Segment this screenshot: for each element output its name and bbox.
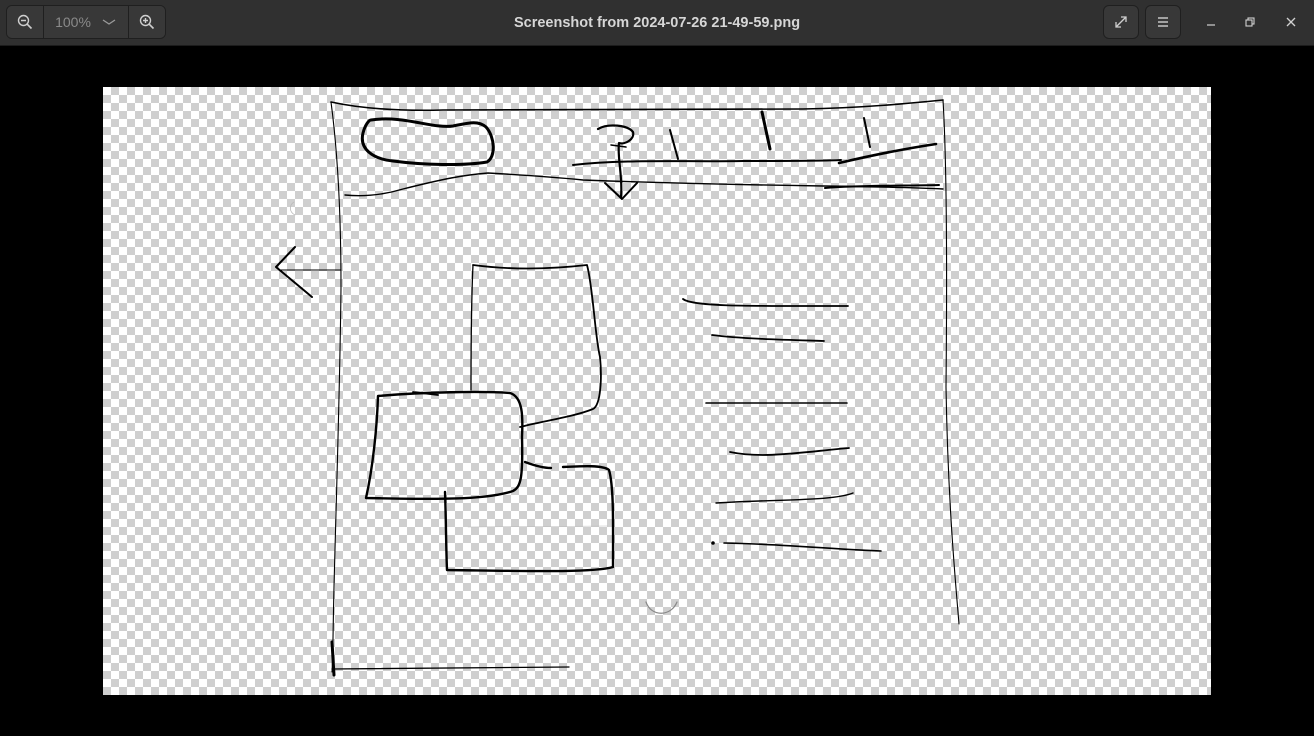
minimize-icon xyxy=(1207,24,1215,26)
sketch-user-glyph-arrow xyxy=(604,182,638,200)
sketch-header-divider xyxy=(344,172,944,197)
sketch-nav-tick-3 xyxy=(863,117,871,148)
sketch-text-line-1 xyxy=(682,298,849,307)
sketch-nav-underline xyxy=(572,159,842,166)
zoom-level-label: 100% xyxy=(55,14,91,30)
sketch-box-top-left xyxy=(470,264,474,391)
sketch-box-bottom xyxy=(443,460,615,573)
zoom-out-button[interactable] xyxy=(7,6,44,38)
sketch-frame-right xyxy=(942,99,960,625)
fullscreen-icon xyxy=(1115,16,1127,28)
sketch-nav-tick-2 xyxy=(760,110,772,151)
sketch-back-arrow-head xyxy=(275,246,313,298)
fullscreen-button[interactable] xyxy=(1103,5,1139,39)
sketch-frame-top xyxy=(330,99,944,112)
close-icon xyxy=(1286,17,1296,27)
sketch-header-divider-bold xyxy=(824,184,940,189)
headerbar: 100% Screenshot from 2024-07-26 21-49-59… xyxy=(0,0,1314,46)
sketch-frame-corner xyxy=(330,640,336,677)
zoom-level-dropdown[interactable]: 100% xyxy=(44,6,128,38)
image-canvas[interactable] xyxy=(0,47,1314,736)
sketch-left-faint-arc xyxy=(289,201,296,216)
sketch-text-line-4 xyxy=(729,447,850,456)
minimize-button[interactable] xyxy=(1199,10,1223,34)
zoom-in-button[interactable] xyxy=(128,6,165,38)
displayed-image xyxy=(103,87,1211,695)
hamburger-menu-icon xyxy=(1158,17,1168,27)
maximize-button[interactable] xyxy=(1238,10,1262,34)
sketch-box-top xyxy=(472,264,602,428)
sketch-nav-tick-1 xyxy=(669,129,679,160)
sketch-user-glyph xyxy=(596,124,635,199)
close-button[interactable] xyxy=(1279,10,1303,34)
sketch-bullet-dot xyxy=(711,541,715,545)
sketch-nav-underline-right xyxy=(837,142,938,165)
sketch-text-line-5 xyxy=(715,492,854,504)
sketch-user-glyph-stroke xyxy=(610,144,627,148)
sketch-box-middle xyxy=(364,390,524,501)
zoom-controls: 100% xyxy=(6,5,166,39)
sketch-small-arc xyxy=(645,601,678,614)
sketch-frame-left xyxy=(330,101,342,673)
chevron-down-icon xyxy=(102,19,116,25)
zoom-in-icon xyxy=(139,14,155,30)
maximize-icon xyxy=(1245,17,1255,27)
sketch-logo-pill xyxy=(360,117,495,167)
zoom-out-icon xyxy=(17,14,33,30)
sketch-text-line-2 xyxy=(711,334,825,342)
main-menu-button[interactable] xyxy=(1145,5,1181,39)
sketch-box-bottom-faint xyxy=(467,525,609,528)
hand-drawn-wireframe-sketch xyxy=(275,99,960,677)
sketch-text-line-6 xyxy=(723,542,882,552)
sketch-frame-bottom xyxy=(331,666,570,670)
sketch-box-middle-lid xyxy=(412,391,439,396)
